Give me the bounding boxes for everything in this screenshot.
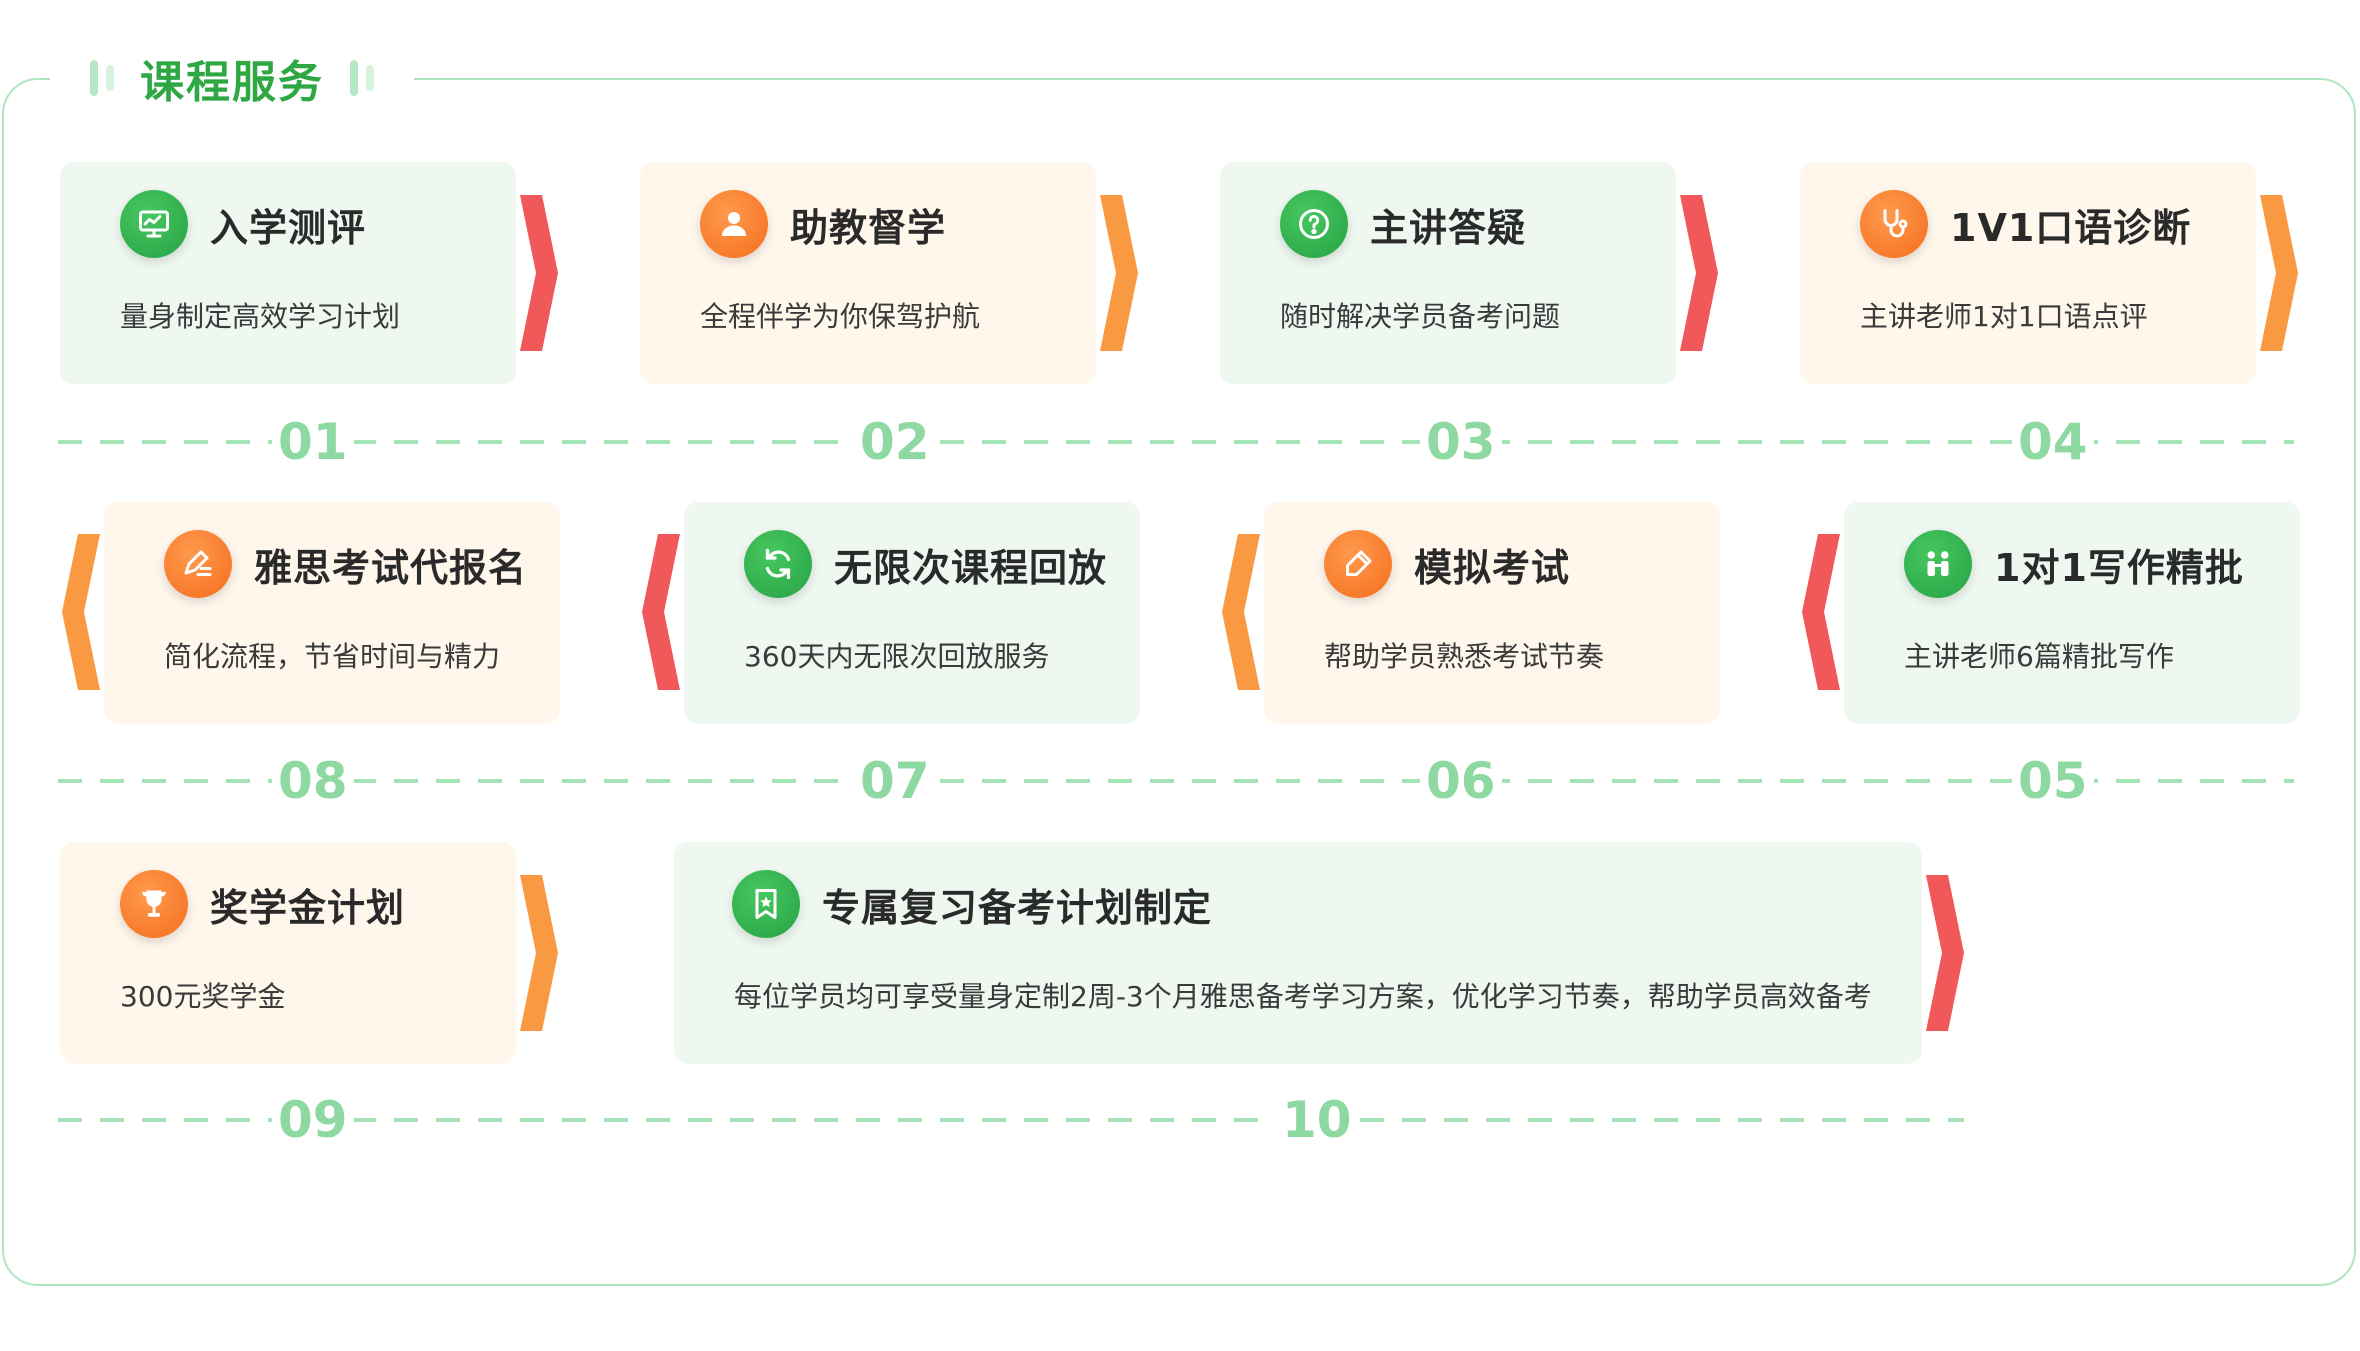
- service-card-speaking-diagnosis[interactable]: 1V1口语诊断 主讲老师1对1口语点评: [1800, 162, 2256, 384]
- step-number: 09: [272, 1090, 354, 1150]
- card-description: 全程伴学为你保驾护航: [700, 300, 981, 333]
- step-number: 01: [272, 412, 354, 472]
- card-description: 帮助学员熟悉考试节奏: [1324, 640, 1605, 673]
- stethoscope-icon: [1860, 190, 1928, 258]
- chevron-left-icon: [1800, 534, 1842, 690]
- service-card-tutor-supervision[interactable]: 助教督学 全程伴学为你保驾护航: [640, 162, 1096, 384]
- timeline-row-1: [58, 440, 2294, 444]
- card-description: 主讲老师1对1口语点评: [1860, 300, 2148, 333]
- course-services-panel: [2, 78, 2356, 1286]
- section-header: 课程服务: [50, 40, 414, 116]
- card-description: 量身制定高效学习计划: [120, 300, 401, 333]
- chevron-right-icon: [1098, 195, 1140, 351]
- card-description: 每位学员均可享受量身定制2周-3个月雅思备考学习方案，优化学习节奏，帮助学员高效…: [734, 980, 1872, 1013]
- card-title: 模拟考试: [1414, 545, 1571, 590]
- card-title: 专属复习备考计划制定: [822, 885, 1213, 930]
- card-description: 360天内无限次回放服务: [744, 640, 1050, 673]
- card-title: 主讲答疑: [1370, 205, 1527, 250]
- chevron-left-icon: [1220, 534, 1262, 690]
- service-card-study-plan[interactable]: 专属复习备考计划制定 每位学员均可享受量身定制2周-3个月雅思备考学习方案，优化…: [674, 842, 1922, 1064]
- step-number: 06: [1420, 751, 1502, 811]
- chevron-right-icon: [1924, 875, 1966, 1031]
- two-people-icon: [1904, 530, 1972, 598]
- service-card-scholarship[interactable]: 奖学金计划 300元奖学金: [60, 842, 516, 1064]
- card-title: 无限次课程回放: [834, 545, 1108, 590]
- bookmark-star-icon: [732, 870, 800, 938]
- title-left-bars: [90, 60, 114, 96]
- chevron-right-icon: [2258, 195, 2300, 351]
- service-card-entrance-assessment[interactable]: 入学测评 量身制定高效学习计划: [60, 162, 516, 384]
- step-number: 03: [1420, 412, 1502, 472]
- chevron-right-icon: [518, 195, 560, 351]
- step-number: 10: [1276, 1090, 1358, 1150]
- presentation-board-icon: [120, 190, 188, 258]
- service-card-lecturer-qa[interactable]: 主讲答疑 随时解决学员备考问题: [1220, 162, 1676, 384]
- user-icon: [700, 190, 768, 258]
- step-number: 02: [854, 412, 936, 472]
- timeline-row-2: [58, 779, 2294, 783]
- chevron-right-icon: [518, 875, 560, 1031]
- card-title: 助教督学: [790, 205, 947, 250]
- step-number: 08: [272, 751, 354, 811]
- title-right-bars: [350, 60, 374, 96]
- step-number: 05: [2012, 751, 2094, 811]
- section-title: 课程服务: [140, 57, 324, 108]
- trophy-icon: [120, 870, 188, 938]
- step-number: 07: [854, 751, 936, 811]
- card-description: 简化流程，节省时间与精力: [164, 640, 501, 673]
- service-card-unlimited-replay[interactable]: 无限次课程回放 360天内无限次回放服务: [684, 502, 1140, 724]
- chevron-left-icon: [640, 534, 682, 690]
- chevron-left-icon: [60, 534, 102, 690]
- pen-writing-icon: [164, 530, 232, 598]
- step-number: 04: [2012, 412, 2094, 472]
- service-card-mock-exam[interactable]: 模拟考试 帮助学员熟悉考试节奏: [1264, 502, 1720, 724]
- card-title: 雅思考试代报名: [254, 545, 528, 590]
- card-description: 随时解决学员备考问题: [1280, 300, 1561, 333]
- service-card-writing-correction[interactable]: 1对1写作精批 主讲老师6篇精批写作: [1844, 502, 2300, 724]
- card-title: 奖学金计划: [210, 885, 406, 930]
- card-description: 300元奖学金: [120, 980, 286, 1013]
- chevron-right-icon: [1678, 195, 1720, 351]
- edit-pen-icon: [1324, 530, 1392, 598]
- question-mark-icon: [1280, 190, 1348, 258]
- card-title: 1V1口语诊断: [1950, 205, 2192, 250]
- service-card-exam-registration[interactable]: 雅思考试代报名 简化流程，节省时间与精力: [104, 502, 560, 724]
- card-title: 1对1写作精批: [1994, 545, 2244, 590]
- card-description: 主讲老师6篇精批写作: [1904, 640, 2174, 673]
- timeline-row-3: [58, 1118, 1964, 1122]
- refresh-icon: [744, 530, 812, 598]
- card-title: 入学测评: [210, 205, 367, 250]
